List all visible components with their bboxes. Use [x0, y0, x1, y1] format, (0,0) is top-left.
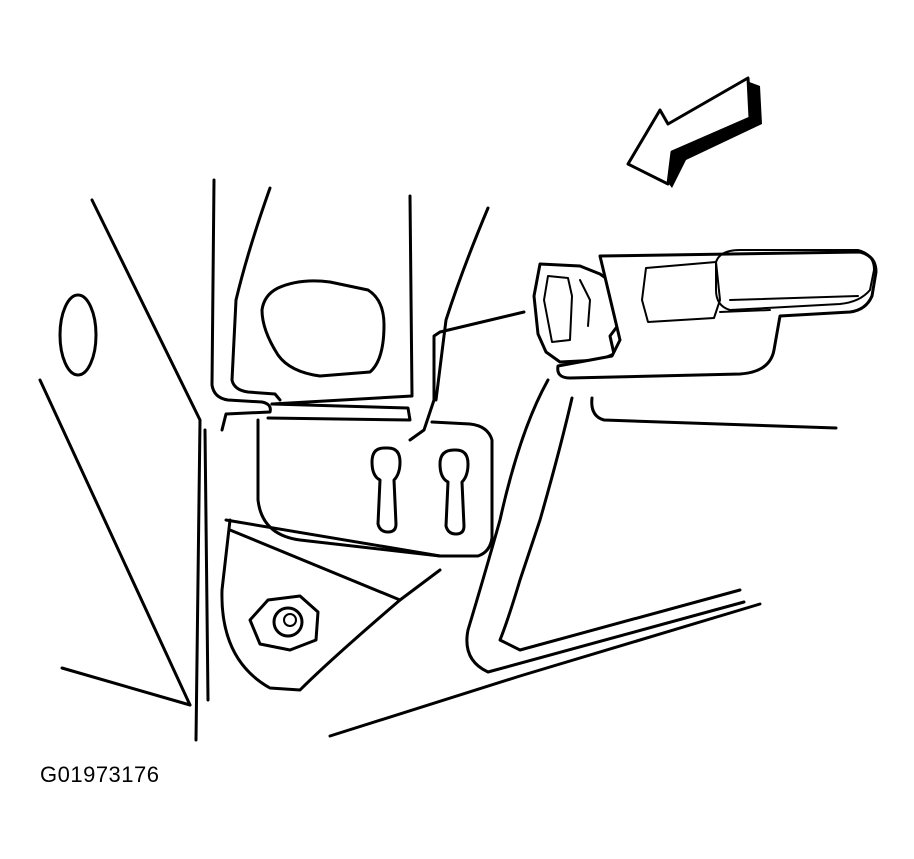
keyhole-slot [438, 448, 470, 536]
direction-arrow [626, 76, 762, 188]
hex-cutout [260, 279, 386, 378]
guide-line [408, 310, 526, 442]
module [556, 249, 878, 380]
bracket [220, 402, 494, 692]
oval-hole [58, 293, 98, 377]
frame-rails [210, 178, 490, 432]
body-panel-right [328, 378, 838, 738]
keyhole-slot [370, 446, 402, 534]
body-panel-left [38, 198, 210, 742]
figure-id-label: G01973176 [40, 762, 160, 787]
nut [248, 594, 320, 652]
